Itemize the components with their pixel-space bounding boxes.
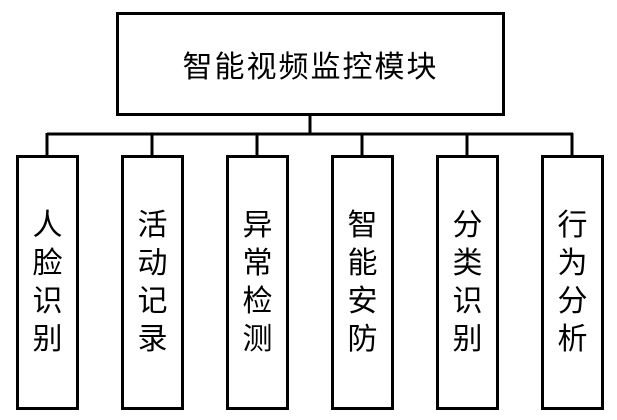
child-module-box-smart-security: 智能安防 xyxy=(331,155,394,410)
child-module-box-face-recognition: 人脸识别 xyxy=(16,155,79,410)
root-module-label: 智能视频监控模块 xyxy=(182,50,439,85)
child-module-label: 活动记录 xyxy=(137,207,168,357)
child-module-label: 行为分析 xyxy=(557,207,588,357)
child-module-label: 分类识别 xyxy=(452,207,483,357)
child-module-box-behavior-analysis: 行为分析 xyxy=(541,155,604,410)
child-module-label: 异常检测 xyxy=(242,207,273,357)
child-module-label: 人脸识别 xyxy=(32,207,63,357)
child-module-label: 智能安防 xyxy=(347,207,378,357)
root-module-box: 智能视频监控模块 xyxy=(116,12,505,116)
child-module-box-classification: 分类识别 xyxy=(436,155,499,410)
child-module-box-anomaly-detection: 异常检测 xyxy=(226,155,289,410)
child-module-box-activity-log: 活动记录 xyxy=(121,155,184,410)
